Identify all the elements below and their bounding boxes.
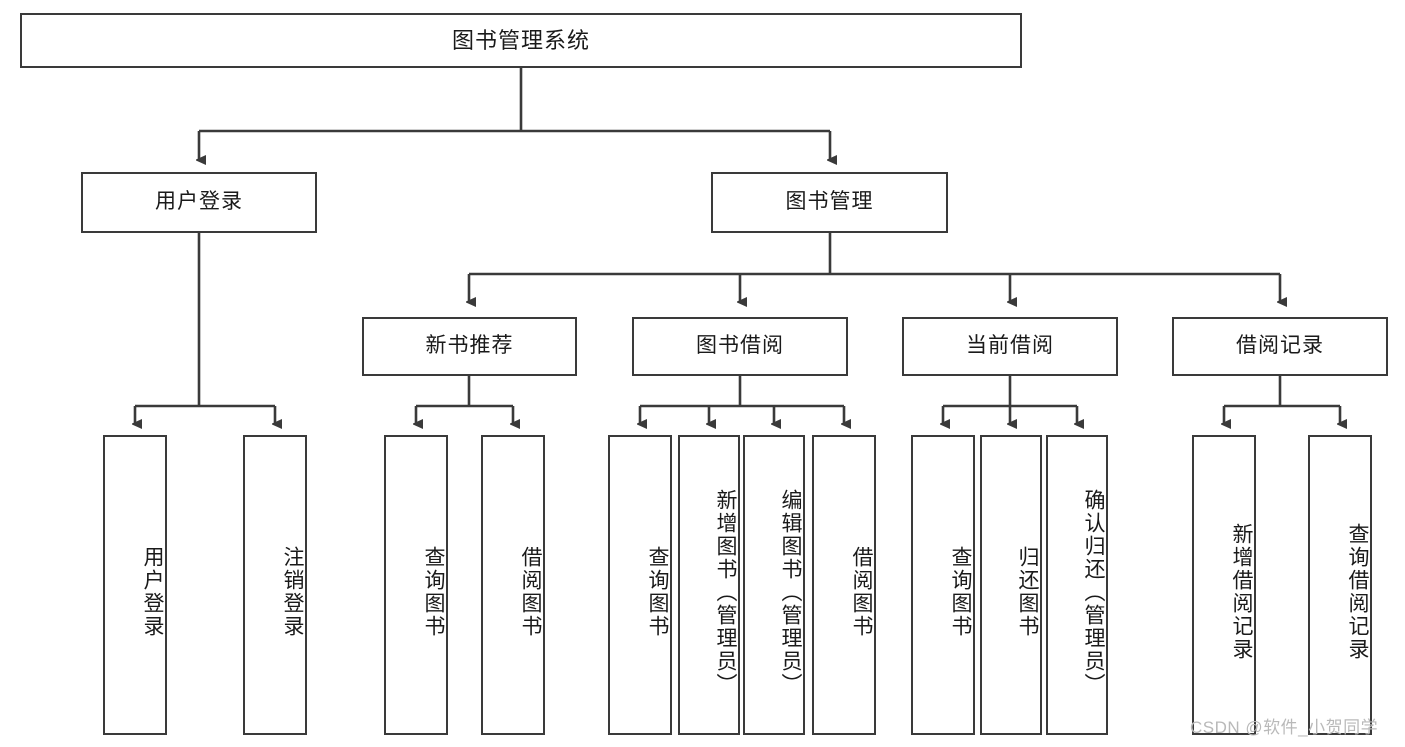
leaf-current-query-book[interactable]: 查询图书 bbox=[911, 435, 975, 735]
node-label: 图书管理 bbox=[785, 190, 874, 214]
leaf-borrow-query-book[interactable]: 查询图书 bbox=[608, 435, 672, 735]
node-new-book-recommendation[interactable]: 新书推荐 bbox=[362, 317, 577, 376]
node-label: 图书管理系统 bbox=[451, 27, 590, 53]
node-root-book-management-system[interactable]: 图书管理系统 bbox=[20, 13, 1022, 68]
node-label: 注销登录 bbox=[281, 546, 304, 638]
leaf-borrow-add-book-admin[interactable]: 新增图书（管理员） bbox=[678, 435, 740, 735]
node-book-borrowing[interactable]: 图书借阅 bbox=[632, 317, 848, 376]
node-label: 用户登录 bbox=[155, 190, 243, 214]
leaf-record-query-borrow-record[interactable]: 查询借阅记录 bbox=[1308, 435, 1372, 735]
leaf-recommend-query-book[interactable]: 查询图书 bbox=[384, 435, 448, 735]
leaf-user-login[interactable]: 用户登录 bbox=[103, 435, 167, 735]
node-borrow-records[interactable]: 借阅记录 bbox=[1172, 317, 1388, 376]
node-label: 确认归还（管理员） bbox=[1082, 488, 1105, 696]
csdn-watermark: CSDN @软件_小贺同学 bbox=[1190, 718, 1379, 737]
node-label: 借阅图书 bbox=[850, 546, 873, 638]
node-label: 编辑图书（管理员） bbox=[779, 488, 802, 696]
node-label: 查询图书 bbox=[422, 546, 445, 638]
node-label: 新增图书（管理员） bbox=[714, 488, 737, 696]
node-label: 图书借阅 bbox=[696, 334, 784, 358]
leaf-recommend-borrow-book[interactable]: 借阅图书 bbox=[481, 435, 545, 735]
node-current-borrowing[interactable]: 当前借阅 bbox=[902, 317, 1118, 376]
leaf-borrow-edit-book-admin[interactable]: 编辑图书（管理员） bbox=[743, 435, 805, 735]
node-label: 借阅图书 bbox=[519, 546, 542, 638]
node-label: 当前借阅 bbox=[966, 334, 1054, 358]
node-label: 查询图书 bbox=[949, 546, 972, 638]
node-user-login[interactable]: 用户登录 bbox=[81, 172, 317, 233]
node-label: 用户登录 bbox=[141, 546, 164, 638]
node-label: 查询图书 bbox=[646, 546, 669, 638]
node-label: 新书推荐 bbox=[425, 334, 514, 358]
leaf-borrow-borrow-book[interactable]: 借阅图书 bbox=[812, 435, 876, 735]
node-book-management[interactable]: 图书管理 bbox=[711, 172, 948, 233]
node-label: 新增借阅记录 bbox=[1230, 523, 1253, 661]
leaf-current-return-book[interactable]: 归还图书 bbox=[980, 435, 1042, 735]
node-label: 查询借阅记录 bbox=[1346, 523, 1369, 661]
node-label: 归还图书 bbox=[1016, 546, 1039, 638]
leaf-record-add-borrow-record[interactable]: 新增借阅记录 bbox=[1192, 435, 1256, 735]
node-label: 借阅记录 bbox=[1236, 334, 1324, 358]
leaf-logout[interactable]: 注销登录 bbox=[243, 435, 307, 735]
leaf-current-confirm-return-admin[interactable]: 确认归还（管理员） bbox=[1046, 435, 1108, 735]
